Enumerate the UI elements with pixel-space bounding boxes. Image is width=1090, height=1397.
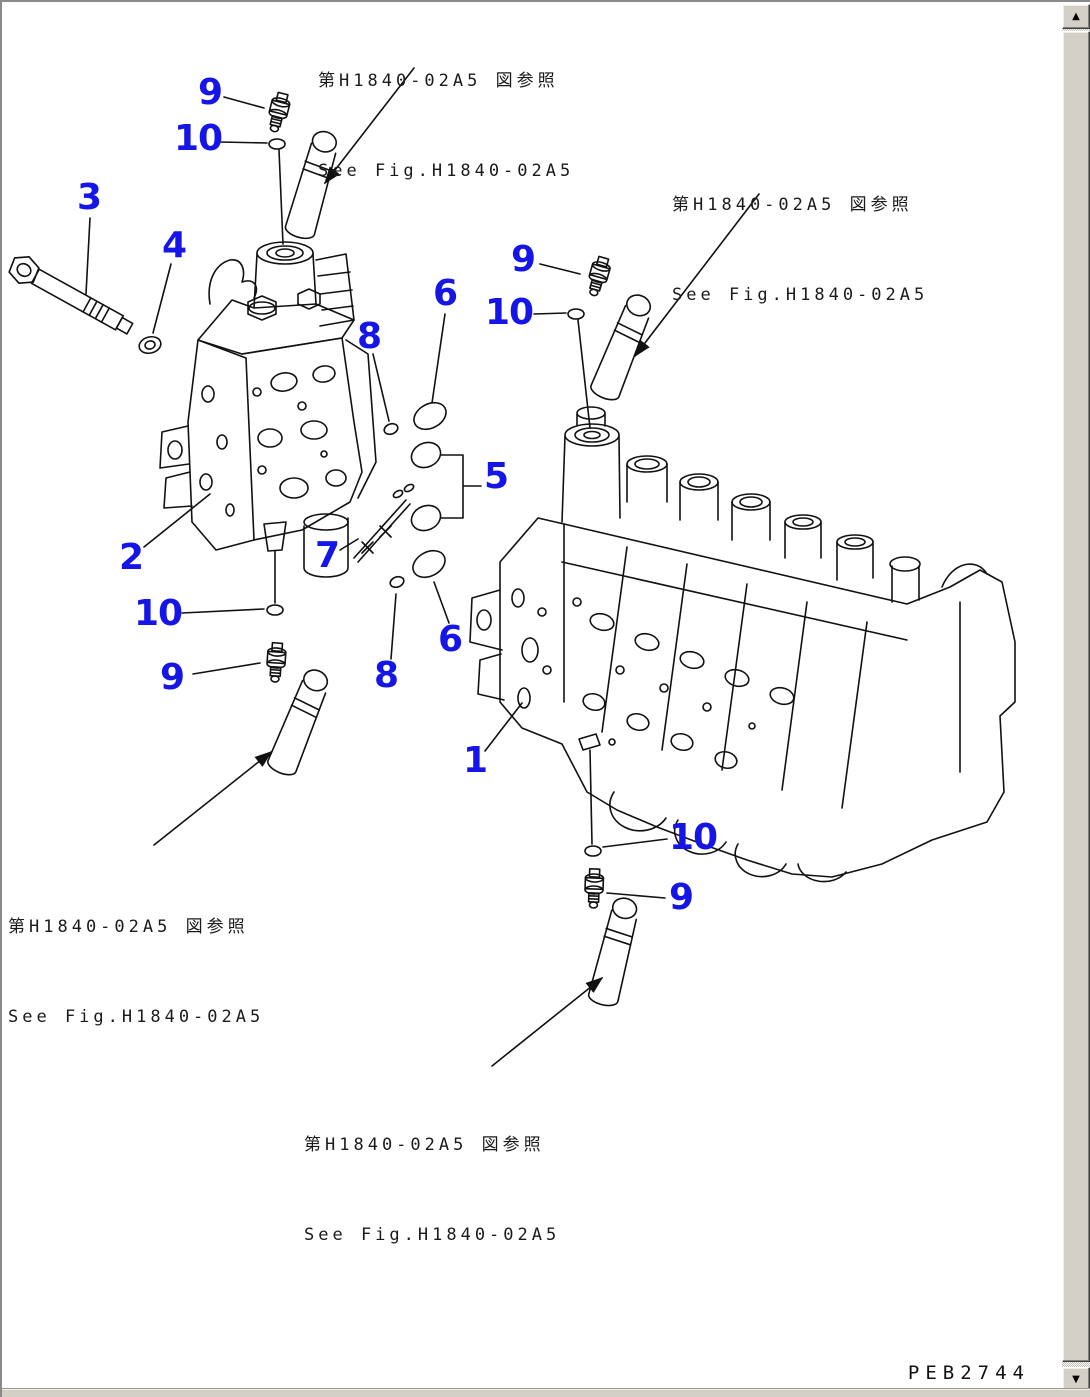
scrollbar-thumb[interactable] — [1062, 31, 1090, 1362]
callout-9-right: 9 — [510, 239, 536, 280]
callout-1: 1 — [462, 740, 488, 781]
callout-2: 2 — [118, 537, 144, 578]
fig-reference-top-right: 第H1840-02A5 図参照 See Fig.H1840-02A5 — [672, 130, 928, 370]
fig-reference-bottom-center: 第H1840-02A5 図参照 See Fig.H1840-02A5 — [304, 1070, 560, 1310]
fig-reference-top-center: 第H1840-02A5 図参照 See Fig.H1840-02A5 — [318, 6, 574, 246]
callout-9-bottom: 9 — [668, 877, 694, 918]
fig-ref-line1: 第H1840-02A5 図参照 — [304, 1135, 545, 1155]
fig-ref-line1: 第H1840-02A5 図参照 — [318, 71, 559, 91]
callout-6-lower: 6 — [437, 619, 463, 660]
scroll-up-button[interactable]: ▲ — [1062, 4, 1090, 29]
callout-9-topleft: 9 — [197, 72, 223, 113]
drawing-number: PEB2744 — [907, 1362, 1030, 1384]
callout-6-upper: 6 — [432, 273, 458, 314]
callout-8-upper: 8 — [356, 316, 382, 357]
fig-ref-line2: See Fig.H1840-02A5 — [8, 1007, 265, 1027]
vertical-scrollbar[interactable]: ▲ ▼ — [1062, 4, 1090, 1392]
callout-3: 3 — [76, 177, 102, 218]
scroll-up-icon: ▲ — [1072, 10, 1080, 22]
fig-ref-line1: 第H1840-02A5 図参照 — [8, 917, 249, 937]
callout-10-topleft: 10 — [173, 118, 223, 159]
callout-9-midleft: 9 — [159, 657, 185, 698]
callout-10-bottom: 10 — [668, 817, 718, 858]
fig-ref-line2: See Fig.H1840-02A5 — [318, 161, 575, 181]
fig-ref-line1: 第H1840-02A5 図参照 — [672, 195, 913, 215]
scroll-down-icon: ▼ — [1072, 1373, 1080, 1385]
diagram-canvas: 第H1840-02A5 図参照 See Fig.H1840-02A5 第H184… — [2, 2, 1064, 1392]
callout-10-right: 10 — [484, 292, 534, 333]
valve-diagram-line-art — [8, 67, 1016, 1067]
callout-7: 7 — [314, 535, 340, 576]
callout-5: 5 — [483, 456, 509, 497]
fig-reference-bottom-left: 第H1840-02A5 図参照 See Fig.H1840-02A5 — [8, 852, 264, 1092]
fig-ref-line2: See Fig.H1840-02A5 — [672, 285, 929, 305]
callout-10-midleft: 10 — [133, 593, 183, 634]
fig-ref-line2: See Fig.H1840-02A5 — [304, 1225, 561, 1245]
callout-4: 4 — [161, 225, 187, 266]
callout-8-lower: 8 — [373, 655, 399, 696]
window-frame-bottom — [2, 1389, 1090, 1397]
